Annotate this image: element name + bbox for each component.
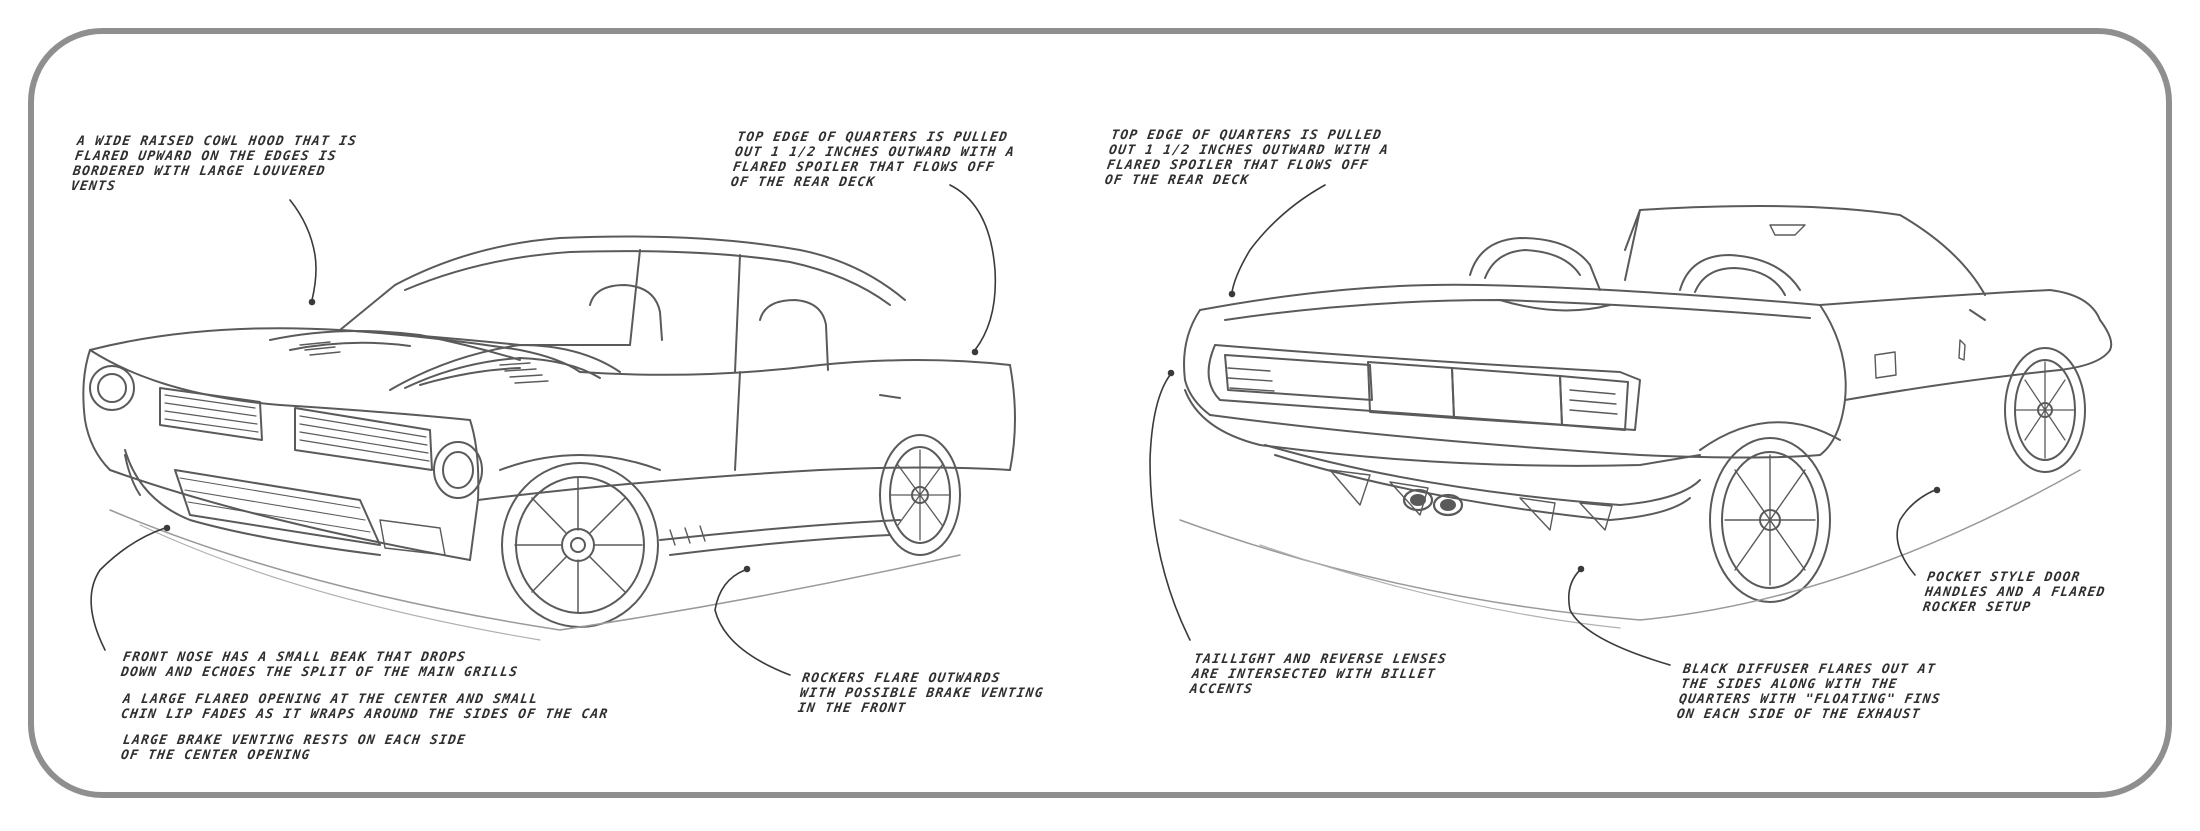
annotation-front-quarters: Top edge of quarters is pulled out 1 1/2…: [729, 130, 1016, 190]
annotation-rear-quarters: Top edge of quarters is pulled out 1 1/2…: [1103, 128, 1390, 188]
annotation-taillight: Taillight and reverse lenses are interse…: [1188, 652, 1448, 697]
annotation-door-handles: Pocket style door handles and a flared r…: [1921, 570, 2107, 615]
rear-view-car-sketch: [1179, 205, 2113, 629]
front-view-car-sketch: [82, 235, 1016, 641]
annotation-rockers: Rockers flare outwards with possible bra…: [796, 671, 1045, 716]
annotation-brake-venting: Large brake venting rests on each side o…: [119, 733, 468, 763]
annotation-leader-lines: [90, 184, 1941, 676]
annotation-diffuser: Black diffuser flares out at the sides a…: [1675, 662, 1942, 722]
annotation-front-nose: Front nose has a small beak that drops d…: [119, 650, 520, 680]
annotation-chin-lip: A large flared opening at the center and…: [119, 692, 610, 722]
annotation-front-hood: A wide raised cowl hood that is flared u…: [69, 134, 359, 194]
